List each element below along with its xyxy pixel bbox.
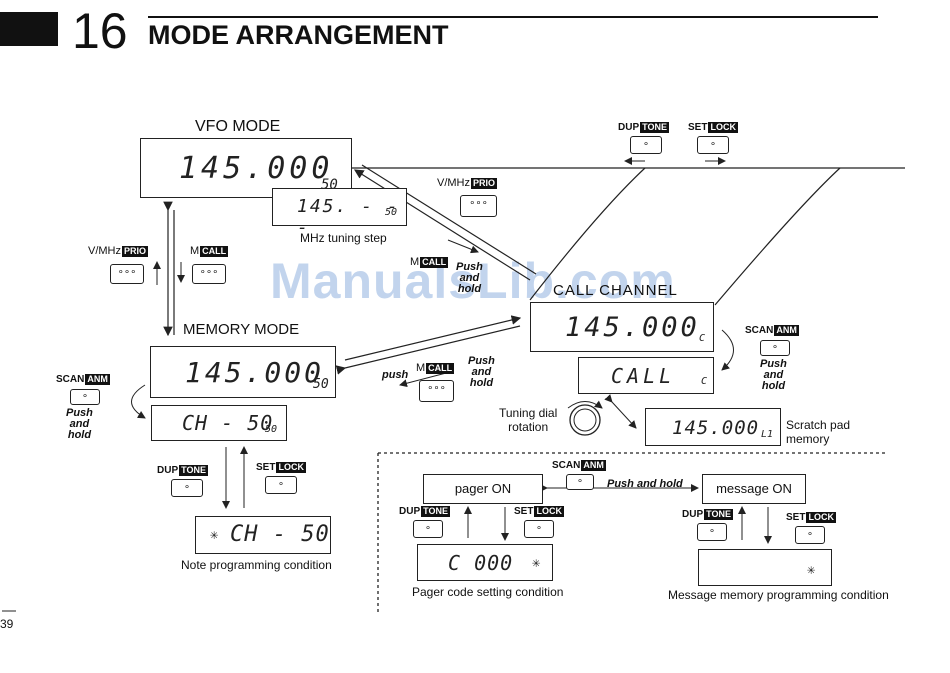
push-hold-note-pager: Push and hold — [607, 478, 683, 490]
call-text: CALL — [611, 364, 676, 388]
mhz-suffix: 50 — [385, 207, 398, 218]
call-text-suffix: C — [701, 376, 708, 387]
call-text-display: CALL C — [578, 357, 714, 394]
dup-button-top[interactable]: ∘ — [630, 136, 662, 154]
pager-code: C 000 — [448, 551, 514, 575]
note-caption: Note programming condition — [181, 558, 332, 572]
mhz-display: 145. - - - 50 — [272, 188, 407, 238]
message-on-box: message ON — [702, 474, 806, 504]
scratch-freq: 145.000 — [672, 417, 760, 439]
watermark: ManualsLib.com — [270, 253, 676, 309]
dup-button-left[interactable]: ∘ — [171, 479, 203, 497]
memory-freq: 145.000 — [185, 356, 325, 389]
chapter-tab — [0, 12, 58, 46]
scan-button-right[interactable]: ∘ — [760, 340, 790, 356]
dup-button-pager[interactable]: ∘ — [413, 520, 443, 538]
memory-ch-display: CH - 50 50 — [151, 405, 287, 441]
page-number: 39 — [0, 617, 14, 631]
m-button-mid[interactable]: ∘∘∘ — [419, 380, 454, 402]
call-freq: 145.000 — [565, 312, 700, 343]
message-display: ✳ — [698, 549, 832, 586]
set-button-message[interactable]: ∘ — [795, 526, 825, 544]
scratch-display: 145.000 L1 — [645, 408, 781, 446]
mhz-caption: MHz tuning step — [300, 231, 387, 245]
chapter-number: 16 — [72, 3, 128, 59]
memory-display: 145.000 50 — [150, 346, 336, 398]
memory-ch-text: CH - 50 — [182, 411, 274, 435]
vfo-mode-title: VFO MODE — [195, 118, 281, 135]
m-button-left[interactable]: ∘∘∘ — [192, 264, 226, 284]
pager-on-box: pager ON — [423, 474, 543, 504]
set-button-pager[interactable]: ∘ — [524, 520, 554, 538]
vfo-display: 145.000 50 — [140, 138, 352, 198]
scan-button-pager[interactable]: ∘ — [566, 474, 594, 490]
set-button-left[interactable]: ∘ — [265, 476, 297, 494]
blink-icon: ✳ — [807, 562, 816, 578]
header-rule — [148, 16, 878, 18]
page-title: MODE ARRANGEMENT — [148, 20, 449, 50]
blink-icon: ✳ — [210, 527, 219, 543]
call-display: 145.000 C — [530, 302, 714, 352]
message-caption: Message memory programming condition — [668, 588, 889, 602]
note-display: ✳ CH - 50 — [195, 516, 331, 554]
blink-icon: ✳ — [532, 555, 541, 571]
vfo-freq: 145.000 — [179, 151, 334, 186]
dup-button-message[interactable]: ∘ — [697, 523, 727, 541]
memory-mode-title: MEMORY MODE — [183, 321, 300, 338]
mhz-freq: 145. - - - — [297, 196, 400, 238]
pager-display: C 000 ✳ — [417, 544, 553, 581]
note-text: CH - 50 — [230, 522, 330, 547]
set-button-top[interactable]: ∘ — [697, 136, 729, 154]
push-note: push — [382, 369, 409, 381]
call-channel-title: CALL CHANNEL — [553, 282, 678, 299]
vmhz-button-mid[interactable]: ∘∘∘ — [460, 195, 497, 217]
pager-caption: Pager code setting condition — [412, 585, 564, 599]
memory-ch-suffix: 50 — [265, 424, 278, 435]
vmhz-button-left[interactable]: ∘∘∘ — [110, 264, 144, 284]
call-suffix: C — [699, 333, 706, 344]
scan-button-left[interactable]: ∘ — [70, 389, 100, 405]
scratch-suffix: L1 — [761, 429, 774, 440]
memory-suffix: 50 — [313, 377, 329, 392]
